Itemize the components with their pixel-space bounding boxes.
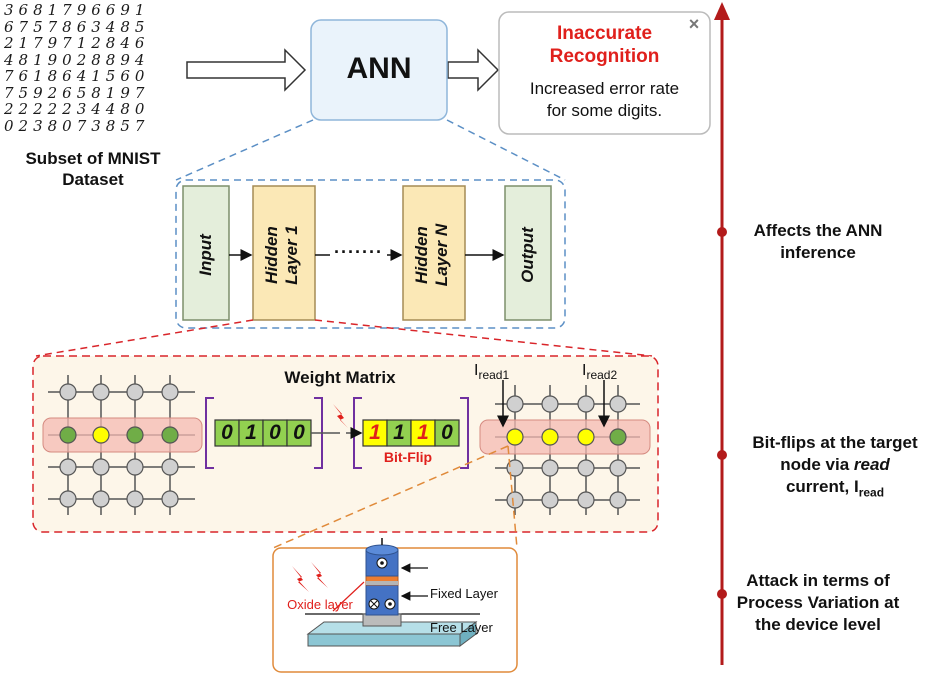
timeline-marker-2 [717, 450, 727, 460]
layer-output-label: Output [518, 227, 537, 283]
bits-before: 0 1 0 0 [215, 420, 311, 446]
arrow-mnist-to-ann [186, 48, 307, 92]
bit: 0 [269, 421, 281, 444]
arrow-ann-to-result [447, 48, 500, 92]
close-icon[interactable]: × [688, 14, 700, 34]
result-description: Increased error rate for some digits. [529, 79, 680, 120]
timeline-marker-3 [717, 589, 727, 599]
iread2-label: Iread2 [582, 362, 618, 383]
oxide-layer-label: Oxide layer [287, 597, 353, 612]
digit-row: 0238073857 [4, 116, 150, 135]
digit-row: 6757863485 [4, 17, 150, 36]
weight-matrix-container [32, 355, 659, 533]
layer-hidden-1 [252, 185, 316, 321]
bit-flipped: 1 [417, 421, 429, 444]
lightning-icon-device-1 [292, 566, 309, 592]
layer-hidden-n-label: Hidden Layer N [412, 223, 451, 287]
timeline-arrowhead [714, 2, 730, 20]
fixed-layer-label: Fixed Layer [430, 586, 498, 601]
selected-row-right [479, 419, 651, 455]
digit-row: 2179712846 [4, 34, 150, 52]
layer-output [504, 185, 552, 321]
digit-row: 2222234480 [4, 100, 150, 118]
layer-hidden-1-label: Hidden Layer 1 [262, 225, 301, 285]
digit-row: 7618641560 [4, 67, 150, 85]
mnist-digits: 3681796691 6757863485 2179712846 4819028… [4, 2, 184, 134]
bit: 1 [393, 421, 405, 444]
crossbar-left-nodes [59, 383, 179, 508]
layer-ellipsis: ······· [334, 242, 383, 262]
iread1-label: Iread1 [474, 362, 510, 383]
bits-before-cells [214, 419, 312, 447]
digit-row: 4819028894 [4, 50, 150, 69]
mnist-caption: Subset of MNIST Dataset [25, 149, 161, 189]
bit: 0 [441, 421, 453, 444]
layer-input [182, 185, 230, 321]
bits-after-cells [362, 419, 460, 447]
mtj-device [362, 538, 402, 627]
selected-row-left [42, 417, 203, 453]
bits-after: 1 1 1 0 [363, 420, 459, 446]
digit-row: 3681796691 [4, 1, 150, 19]
lightning-icon-device-2 [311, 562, 328, 588]
free-layer-label: Free Layer [430, 620, 493, 635]
weight-matrix-title: Weight Matrix [284, 368, 396, 387]
result-box [498, 11, 711, 135]
timeline-stage-3: Attack in terms of Process Variation at … [736, 571, 900, 634]
bitflip-label: Bit-Flip [383, 449, 433, 465]
result-title: Inaccurate Recognition [549, 23, 660, 67]
bit-flipped: 1 [369, 421, 381, 444]
timeline-marker-1 [717, 227, 727, 237]
crossbar-right-nodes [506, 395, 627, 509]
timeline-stage-1: Affects the ANN inference [753, 221, 883, 262]
timeline-stage-2: Bit-flips at the target node via read cu… [752, 433, 918, 500]
lightning-icon [333, 404, 348, 428]
layer-hidden-n [402, 185, 466, 321]
layer-input-label: Input [196, 234, 215, 276]
ann-label: ANN [346, 52, 412, 85]
ann-box [310, 19, 448, 121]
bit: 0 [221, 421, 233, 444]
digit-row: 7592658197 [4, 83, 150, 102]
bit: 0 [293, 421, 305, 444]
bit: 1 [245, 421, 257, 444]
